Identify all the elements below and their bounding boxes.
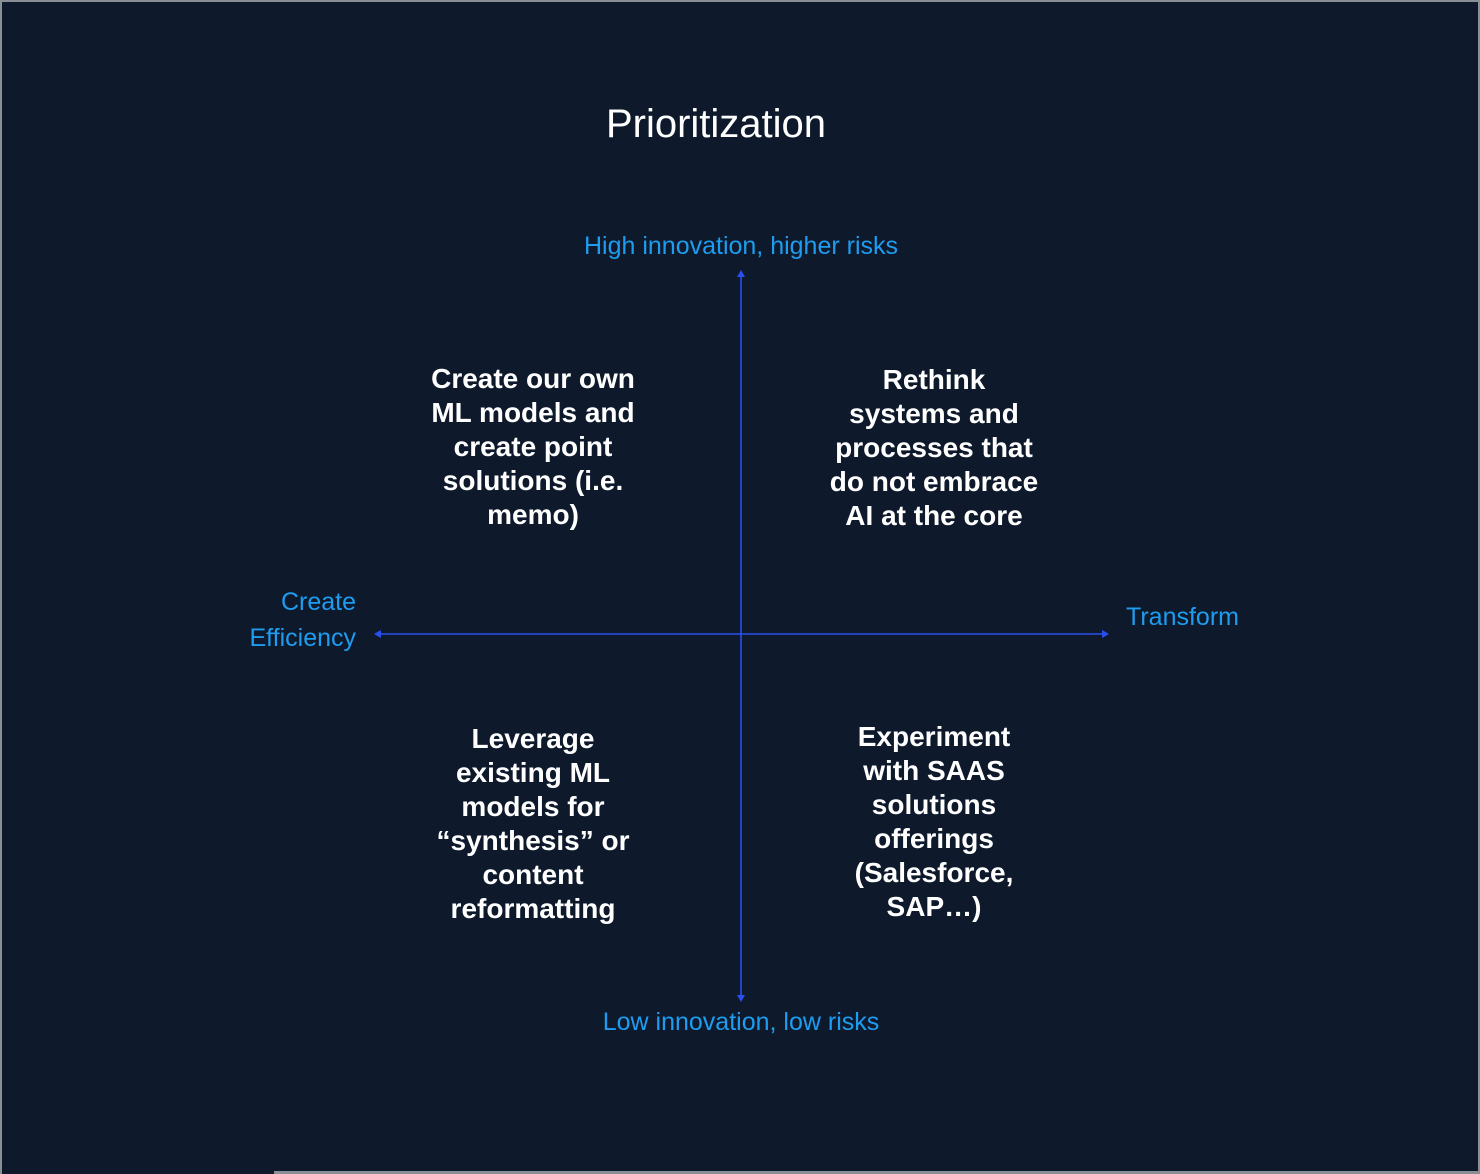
axis-label-right: Transform xyxy=(1126,603,1239,631)
arrow-left-icon xyxy=(374,630,381,638)
arrow-down-icon xyxy=(737,995,745,1002)
quadrant-top-left: Create our own ML models and create poin… xyxy=(431,363,635,530)
arrow-right-icon xyxy=(1102,630,1109,638)
arrow-up-icon xyxy=(737,270,745,277)
quadrant-bottom-right: Experiment with SAAS solutions offerings… xyxy=(854,721,1014,922)
page-title: Prioritization xyxy=(605,102,827,146)
axis-label-top: High innovation, higher risks xyxy=(583,232,899,260)
frame-gap xyxy=(2,904,4,1174)
quadrant-bottom-left: Leverage existing ML models for “synthes… xyxy=(436,723,630,924)
quadrant-top-right: Rethink systems and processes that do no… xyxy=(829,364,1039,531)
frame-bottom-edge xyxy=(274,1171,1478,1174)
axis-label-left: Create Efficiency xyxy=(249,588,356,652)
axis-label-bottom: Low innovation, low risks xyxy=(602,1008,880,1036)
